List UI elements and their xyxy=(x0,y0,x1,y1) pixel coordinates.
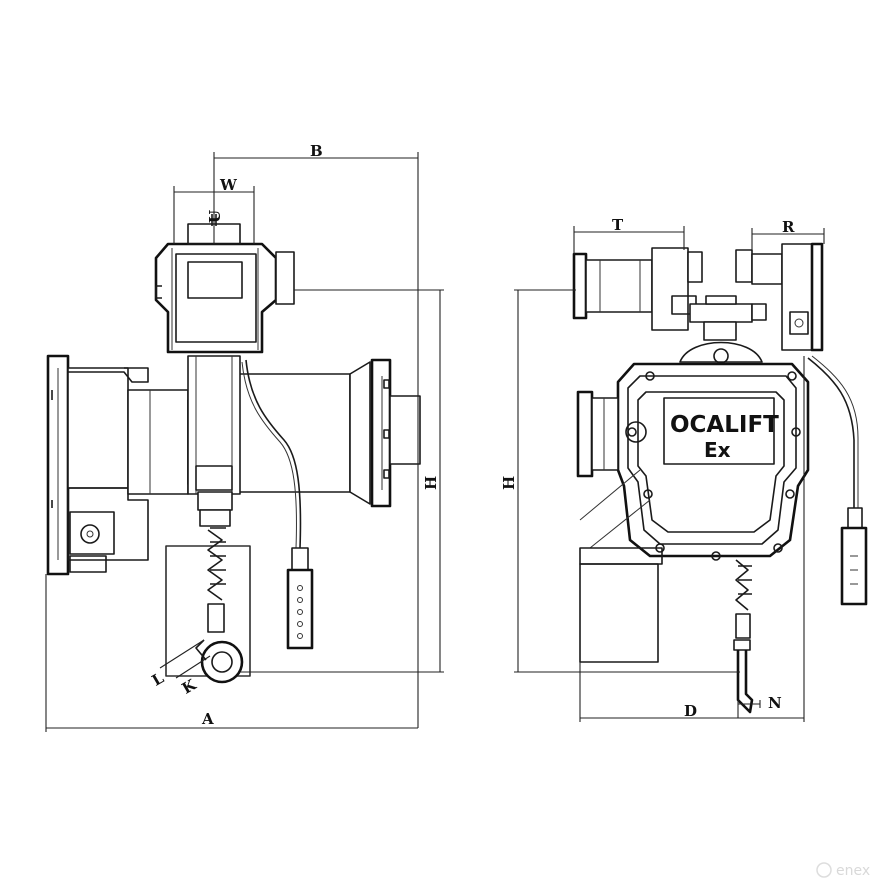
dimension-label-h-right: H xyxy=(500,476,518,490)
side-view xyxy=(46,214,421,684)
dimension-label-b: B xyxy=(310,142,323,160)
front-view: OCALIFT Ex xyxy=(572,242,868,714)
dimension-label-k: K xyxy=(179,675,200,698)
trolley-beam xyxy=(689,295,767,341)
hoist-body xyxy=(616,341,810,561)
control-box xyxy=(154,214,295,354)
front-pendant xyxy=(807,355,868,606)
dimension-label-w: W xyxy=(219,176,238,194)
front-chain-hook xyxy=(733,559,754,714)
nameplate-ex: Ex xyxy=(704,438,731,462)
dimension-label-t: T xyxy=(612,216,624,234)
watermark-text: enex xyxy=(836,863,870,879)
dimension-label-r: R xyxy=(782,218,795,236)
trolley-left xyxy=(572,247,703,331)
nameplate-brand: OCALIFT xyxy=(670,412,779,438)
trolley-right xyxy=(735,242,824,352)
dimension-label-n: N xyxy=(768,694,782,712)
dimension-label-a: A xyxy=(201,710,214,728)
motor-housing xyxy=(46,354,149,576)
watermark: enex xyxy=(816,862,870,879)
dimension-label-u: U xyxy=(206,210,224,223)
dimension-label-d: D xyxy=(684,702,697,720)
front-view-dimensions: T R H D N xyxy=(500,216,825,722)
side-motor xyxy=(576,390,663,663)
nameplate: OCALIFT Ex xyxy=(670,412,779,462)
dimension-label-h-left: H xyxy=(422,476,440,490)
drum-housing xyxy=(237,358,421,508)
chain-and-hook xyxy=(165,509,251,684)
pendant-cable xyxy=(241,359,314,650)
center-frame xyxy=(187,355,241,511)
dimension-label-l: L xyxy=(149,669,168,690)
